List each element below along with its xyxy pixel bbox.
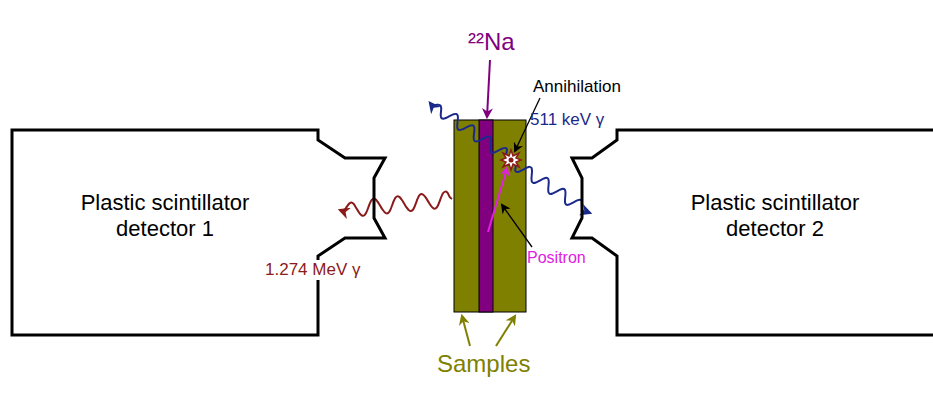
samples-pointer <box>462 316 470 346</box>
annihilation-star <box>501 150 521 170</box>
positron-label: Positron <box>527 249 586 267</box>
isotope-label: ²²Na <box>468 28 515 56</box>
gamma-ray-1274 <box>340 192 452 216</box>
detector-outline <box>12 130 385 335</box>
gamma-ray-511 <box>430 103 507 156</box>
positron-leader <box>502 205 532 247</box>
gamma-energy-label: 511 keV γ <box>530 110 604 130</box>
annihilation-point <box>509 158 514 163</box>
detector-box: Plastic scintillator detector 2 <box>564 126 933 340</box>
detector-label: Plastic scintillator detector 2 <box>660 190 890 243</box>
gamma-energy-label: 1.274 MeV γ <box>263 260 362 280</box>
source-pointer <box>487 60 490 117</box>
detector-outline <box>572 130 933 335</box>
samples-pointer <box>496 316 515 346</box>
detector-label: Plastic scintillator detector 1 <box>50 190 280 243</box>
detector-box: Plastic scintillator detector 1 <box>8 126 392 340</box>
positron-track <box>488 168 507 232</box>
samples-label: Samples <box>437 350 530 378</box>
annihilation-label: Annihilation <box>533 77 621 97</box>
